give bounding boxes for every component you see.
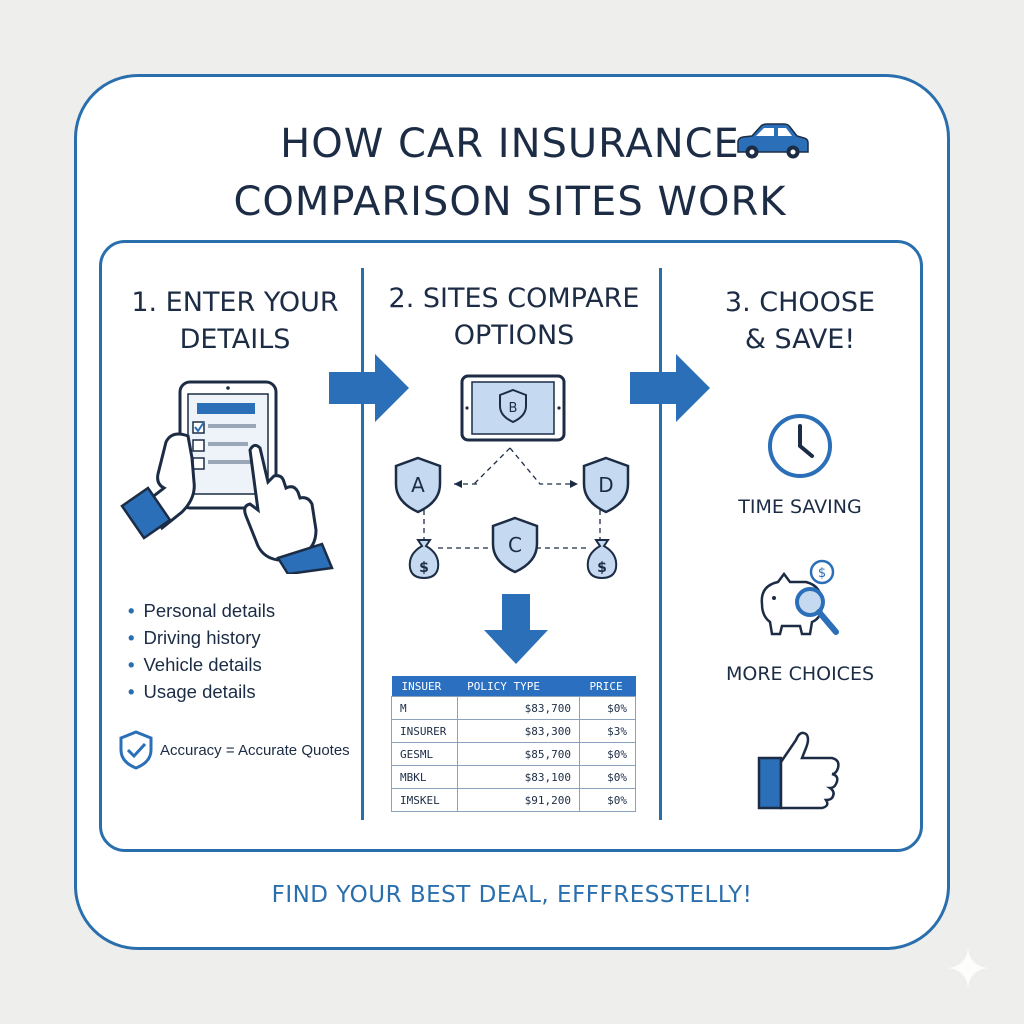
table-cell: GESML [391, 742, 458, 766]
piggy-bank-icon: $ [760, 559, 839, 636]
accuracy-text: Accuracy = Accurate Quotes [160, 741, 350, 759]
table-cell: $0% [579, 788, 636, 812]
right-arrow-icon [329, 354, 409, 422]
svg-text:C: C [508, 533, 522, 557]
shield-icon: D [582, 456, 630, 514]
hand-icon [243, 443, 334, 574]
svg-text:$: $ [597, 560, 607, 576]
step-1-title: 1. ENTER YOUR DETAILS [131, 287, 339, 355]
table-cell: $85,700 [456, 742, 581, 766]
shield-icon: C [491, 516, 539, 574]
svg-text:$: $ [419, 560, 429, 576]
footer-tagline: FIND YOUR BEST DEAL, EFFFRESSTELLY! [271, 882, 753, 908]
list-item: •Usage details [128, 681, 256, 702]
benefit-more-choices: MORE CHOICES [725, 663, 875, 685]
table-cell: $0% [579, 742, 636, 766]
shield-check-icon [119, 730, 153, 770]
table-cell: $83,700 [456, 696, 581, 720]
table-cell: INSURER [391, 719, 458, 743]
table-row: M $83,700 $0% [391, 696, 636, 720]
comparison-network: B A D C $ $ [394, 374, 630, 580]
svg-text:A: A [411, 473, 425, 497]
table-header-row: INSUER POLICY TYPE PRICE [391, 676, 636, 697]
down-arrow-icon [484, 594, 548, 664]
benefit-time-saving: TIME SAVING [738, 496, 862, 518]
list-item: •Personal details [128, 600, 276, 621]
column-header: POLICY TYPE [457, 676, 580, 697]
coin-icon: $ [809, 559, 835, 585]
table-cell: $91,200 [456, 788, 581, 812]
table-row: IMSKEL $91,200 $0% [391, 788, 636, 812]
car-icon [737, 123, 809, 159]
svg-text:B: B [509, 401, 518, 416]
table-cell: IMSKEL [391, 788, 458, 812]
column-divider [659, 268, 662, 820]
money-bag-icon: $ [408, 539, 440, 580]
svg-text:D: D [598, 473, 613, 497]
thumbs-up-icon [757, 731, 840, 810]
table-cell: M [391, 696, 458, 720]
step-2-title: 2. SITES COMPARE OPTIONS [388, 283, 640, 351]
column-divider [361, 268, 364, 820]
column-header: PRICE [579, 676, 636, 697]
table-cell: $83,100 [456, 765, 581, 789]
table-cell: $3% [579, 719, 636, 743]
right-arrow-icon [630, 354, 710, 422]
table-cell: $83,300 [456, 719, 581, 743]
page-title: HOW CAR INSURANCE COMPARISON SITES WORK [180, 115, 840, 231]
hand-icon [120, 432, 196, 540]
clock-icon [768, 414, 832, 478]
list-item: •Driving history [128, 627, 261, 648]
svg-text:$: $ [818, 566, 826, 581]
quotes-table: INSUER POLICY TYPE PRICE M $83,700 $0% I… [391, 676, 636, 812]
title-line-1: HOW CAR INSURANCE [280, 121, 740, 167]
shield-icon: B [499, 388, 527, 424]
accuracy-note: Accuracy = Accurate Quotes [118, 730, 350, 770]
title-line-2: COMPARISON SITES WORK [233, 179, 787, 225]
tablet-hands-illustration [120, 380, 334, 574]
table-cell: MBKL [391, 765, 458, 789]
list-item: •Vehicle details [128, 654, 262, 675]
column-header: INSUER [391, 676, 458, 697]
details-list: •Personal details •Driving history •Vehi… [128, 597, 275, 705]
table-cell: $0% [579, 696, 636, 720]
money-bag-icon: $ [586, 539, 618, 580]
table-row: MBKL $83,100 $0% [391, 765, 636, 789]
sparkle-icon [948, 948, 988, 988]
table-row: GESML $85,700 $0% [391, 742, 636, 766]
magnifier-icon [795, 587, 839, 635]
steps-panel [99, 240, 923, 852]
table-cell: $0% [579, 765, 636, 789]
shield-icon: A [394, 456, 442, 514]
step-3-title: 3. CHOOSE & SAVE! [724, 287, 876, 355]
table-row: INSURER $83,300 $3% [391, 719, 636, 743]
